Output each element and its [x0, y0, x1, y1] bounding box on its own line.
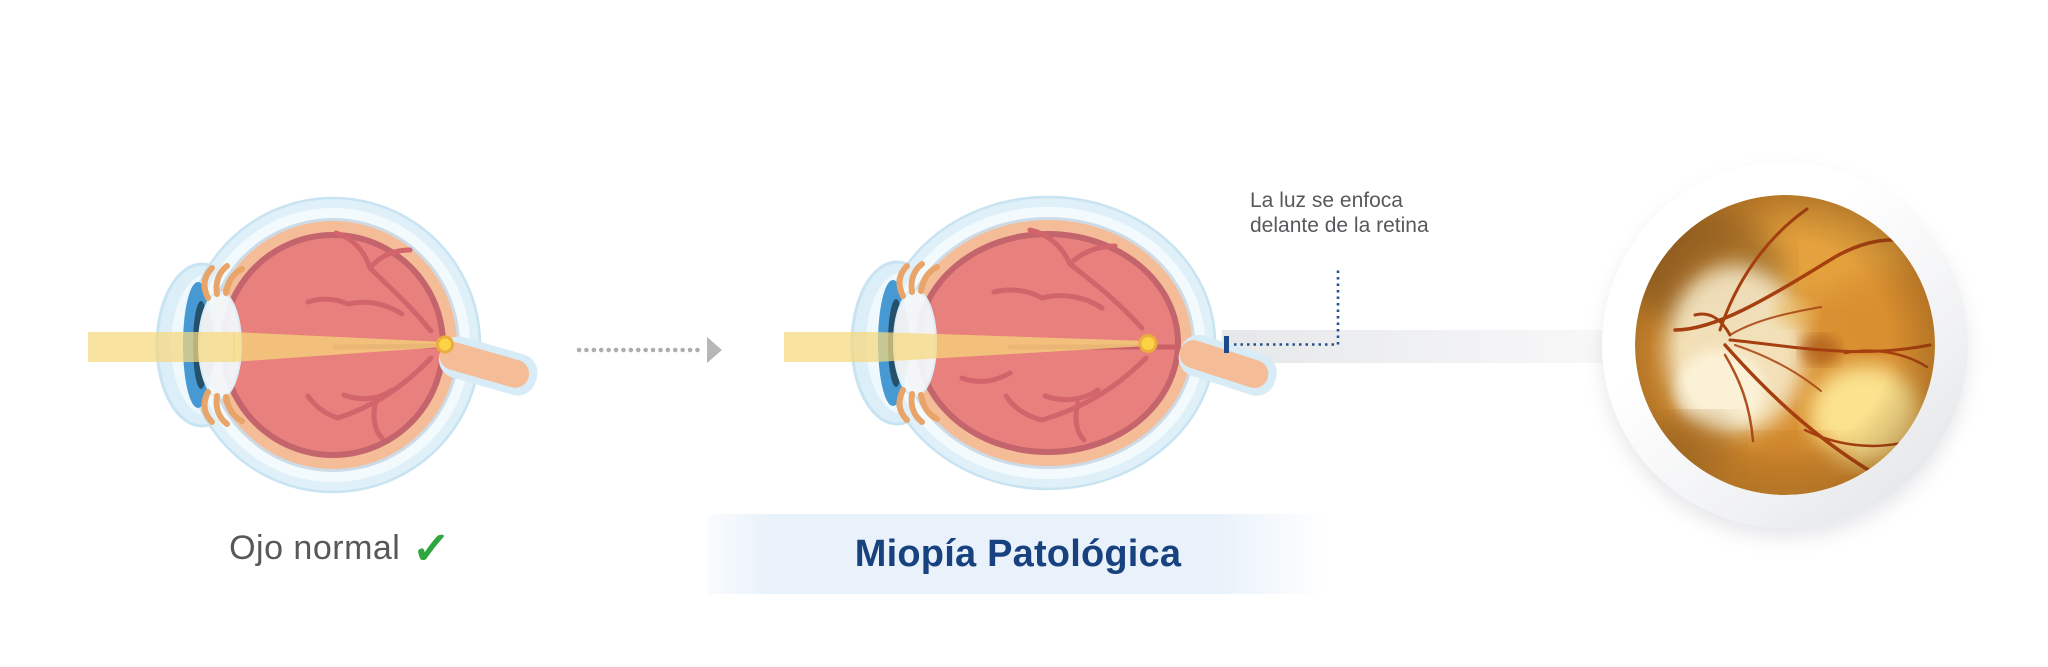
normal-eye-label: Ojo normal [229, 528, 401, 567]
normal-eye-caption: Ojo normal ✓ [175, 521, 505, 575]
light-beam [88, 332, 444, 362]
ciliary-muscle [896, 261, 940, 425]
normal-eye-illustration [88, 196, 538, 494]
retinal-vessels [305, 230, 434, 441]
myopic-eye-illustration [784, 195, 1277, 491]
ciliary-muscle [201, 263, 245, 427]
annotation-line-1: La luz se enfoca [1250, 189, 1403, 212]
dotted-arrow-icon [576, 337, 722, 363]
fundus-photo-ring [1602, 162, 1968, 528]
fundus-photo [1635, 195, 1935, 495]
retinal-vessels [959, 227, 1149, 443]
check-icon: ✓ [411, 521, 452, 575]
light-beam [784, 332, 1147, 362]
annotation-line-2: delante de la retina [1250, 214, 1429, 237]
optic-nerve [438, 336, 538, 396]
annotation-text: La luz se enfoca delante de la retina [1250, 188, 1510, 238]
annotation-leader-line [1224, 268, 1340, 353]
connector-band [1222, 330, 1606, 363]
pathological-myopia-title-band: Miopía Patológica [708, 514, 1328, 594]
focal-point-on-retina [436, 335, 454, 354]
focal-point-before-retina [1138, 334, 1158, 353]
optic-nerve [1178, 334, 1277, 396]
pathological-myopia-title: Miopía Patológica [854, 532, 1182, 575]
fundus-photo-image [1635, 195, 1935, 495]
